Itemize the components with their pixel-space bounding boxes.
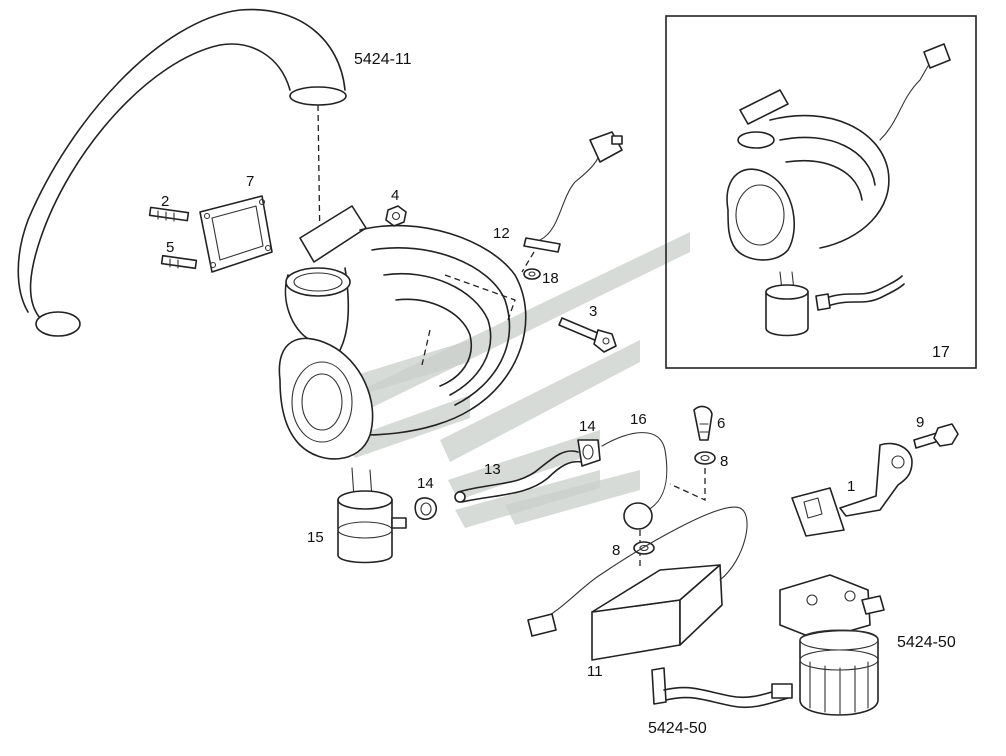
washer-18 [523,268,541,280]
callout-8-upper: 8 [720,453,728,470]
hose-clamp-left [414,497,438,521]
callout-8-lower: 8 [612,542,620,559]
callout-15: 15 [307,529,324,546]
bolt-6 [693,405,713,441]
vacuum-hose [454,450,583,503]
callout-13: 13 [484,461,501,478]
pressure-sensor [601,432,668,570]
wastegate-actuator [337,467,407,564]
temperature-sensor [521,131,623,273]
callout-14-left: 14 [417,475,434,492]
bolt-9 [913,423,959,449]
filter-reference-right: 5424-50 [897,634,956,651]
callout-14-right: 14 [579,418,596,435]
callout-2: 2 [161,193,169,210]
pipe-reference: 5424-11 [354,51,412,68]
hose-clamp-right [577,439,601,467]
control-module [527,506,748,661]
exhaust-pipe [17,8,347,337]
callout-12: 12 [493,225,510,242]
callout-1: 1 [847,478,855,495]
callout-16: 16 [630,411,647,428]
washer-8-upper [694,451,716,465]
watermark-logo [320,232,690,528]
bolt-3 [558,317,617,353]
stud-2 [148,206,190,222]
callout-4: 4 [391,187,399,204]
callout-6: 6 [717,415,725,432]
washer-8-lower [633,541,655,555]
callout-5: 5 [166,239,174,256]
inset-box [665,15,977,369]
nut [385,205,407,227]
callout-18: 18 [542,270,559,287]
fuel-filter [779,574,885,716]
callout-3: 3 [589,303,597,320]
callout-7: 7 [246,173,254,190]
gasket [199,195,273,273]
inset-label: 17 [932,344,950,361]
pipe-end [35,311,81,337]
callout-9: 9 [916,414,924,431]
mounting-bracket [791,442,913,537]
turbocharger [278,205,527,460]
fuel-line [651,667,793,709]
pipe-flange [289,86,347,106]
filter-reference-bottom: 5424-50 [648,720,707,737]
stud-5 [160,254,198,270]
callout-11: 11 [587,663,603,680]
